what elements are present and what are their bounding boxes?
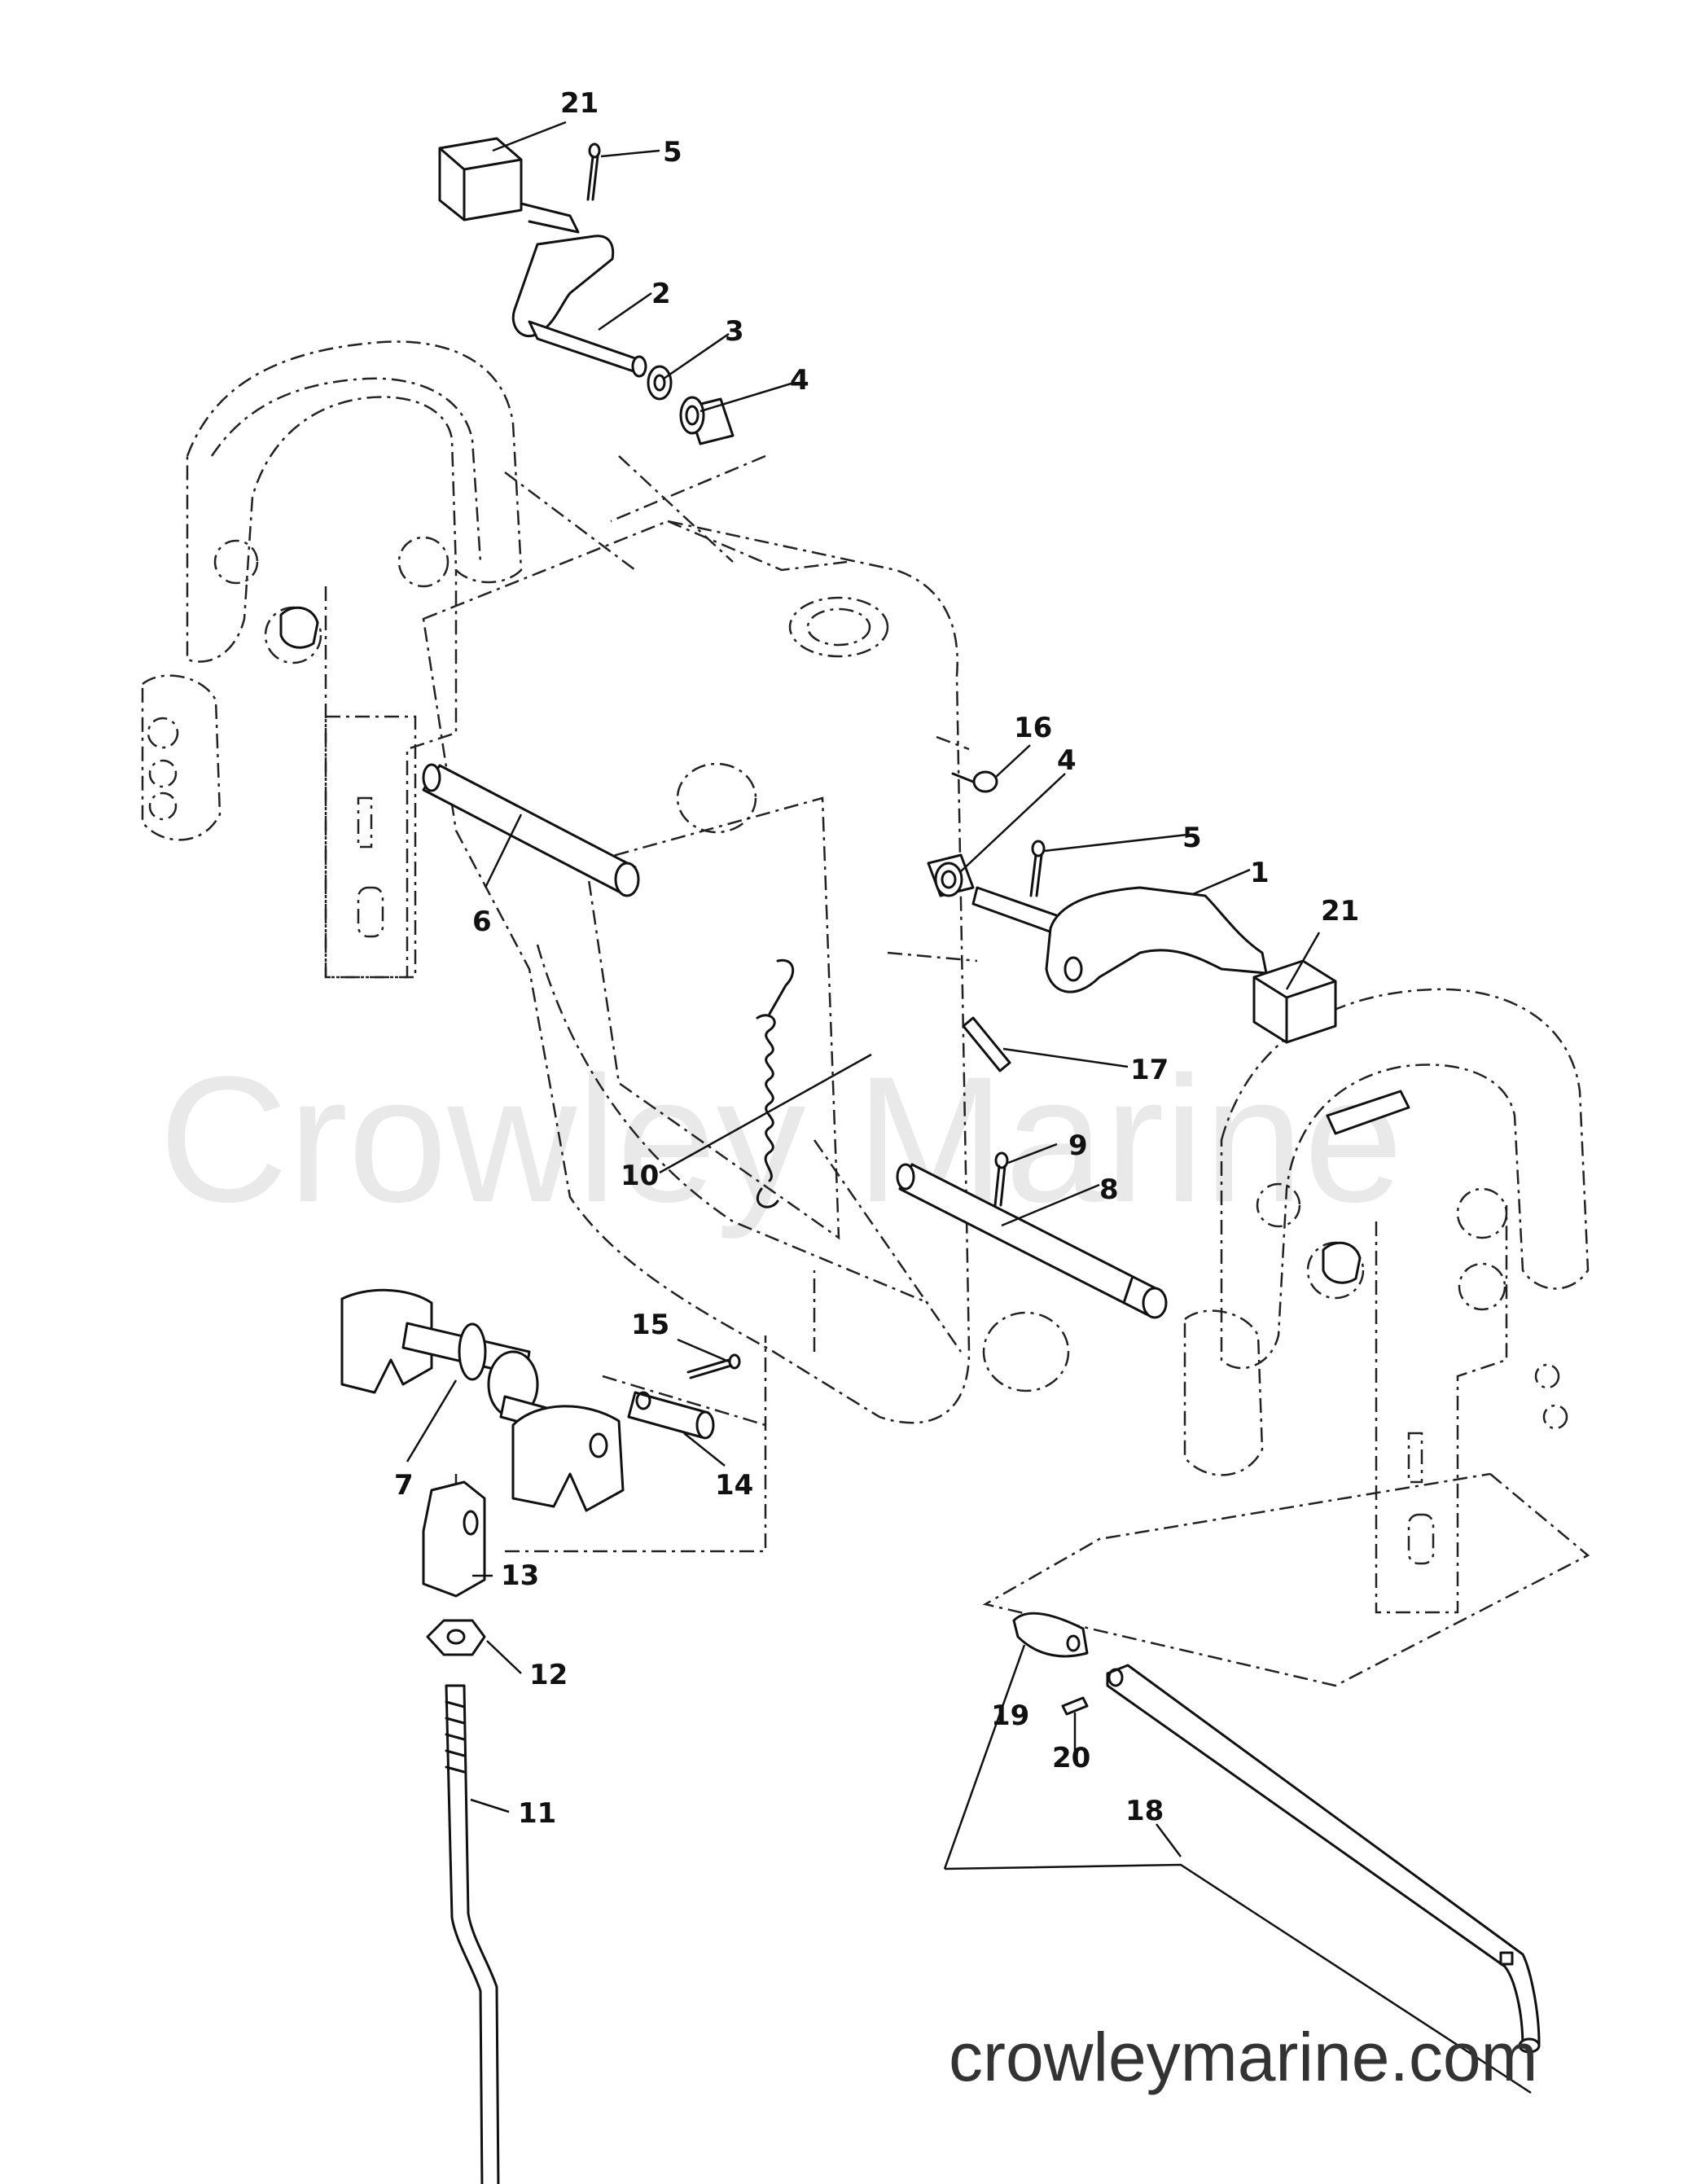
callout-1: 1 — [1250, 857, 1270, 889]
site-url: crowleymarine.com — [949, 2019, 1538, 2095]
callout-11: 11 — [518, 1797, 556, 1830]
callout-12: 12 — [529, 1659, 568, 1691]
part-4-bushing-top — [679, 396, 735, 445]
swivel-bracket — [422, 455, 1070, 1424]
part-2-lever — [511, 202, 647, 378]
left-clamp-bracket — [141, 340, 523, 979]
callout-21-right: 21 — [1321, 895, 1359, 928]
watermark-text: Crowley Marine — [159, 1039, 1403, 1239]
callout-9: 9 — [1068, 1129, 1088, 1162]
callout-20: 20 — [1052, 1742, 1090, 1774]
part-10-spring — [756, 958, 795, 1208]
callout-4-right: 4 — [1057, 744, 1077, 777]
part-9-cotter-pin — [993, 1151, 1009, 1207]
part-3-washer — [647, 365, 673, 401]
part-8-rod — [896, 1163, 1168, 1319]
part-13-clevis — [422, 1480, 486, 1598]
part-15-cotter-pin — [686, 1353, 741, 1379]
callout-6: 6 — [472, 906, 492, 938]
part-18-handle — [1106, 1664, 1541, 2054]
callout-2: 2 — [651, 278, 671, 310]
callout-21-top: 21 — [560, 87, 599, 120]
callout-13: 13 — [501, 1559, 539, 1592]
part-14-pin — [627, 1391, 715, 1440]
callout-18: 18 — [1125, 1795, 1164, 1827]
callout-15: 15 — [631, 1309, 669, 1341]
leader-lines — [406, 121, 1532, 2094]
callout-5-right: 5 — [1182, 822, 1202, 854]
callout-17: 17 — [1130, 1054, 1169, 1086]
callout-16: 16 — [1014, 712, 1052, 744]
part-5-cotter-pin-top — [586, 143, 601, 201]
part-4-bushing-right — [927, 853, 975, 897]
callout-4-top: 4 — [790, 364, 809, 397]
callouts: 21 5 2 3 4 16 4 5 1 21 6 17 10 9 8 15 7 … — [394, 87, 1359, 1830]
part-6-tube — [422, 763, 640, 897]
right-clamp-bracket — [1183, 988, 1590, 1614]
part-7-lock-assembly — [340, 1288, 625, 1512]
callout-7: 7 — [394, 1469, 414, 1502]
part-20-roll-pin — [1061, 1696, 1089, 1716]
part-1-lever — [971, 886, 1268, 993]
callout-5-top: 5 — [663, 136, 682, 169]
callout-14: 14 — [715, 1469, 753, 1502]
part-12-nut — [426, 1619, 486, 1656]
callout-3: 3 — [725, 315, 744, 348]
part-11-tie-rod — [445, 1684, 500, 2184]
part-21-cap-top — [438, 137, 523, 221]
part-19-handle-grip — [1012, 1612, 1089, 1658]
callout-10: 10 — [621, 1160, 659, 1192]
callout-8: 8 — [1099, 1173, 1119, 1206]
part-17-pin — [962, 1016, 1011, 1072]
part-5-cotter-pin-right — [1029, 840, 1046, 897]
callout-19: 19 — [991, 1699, 1029, 1732]
part-16-screw — [951, 770, 998, 793]
